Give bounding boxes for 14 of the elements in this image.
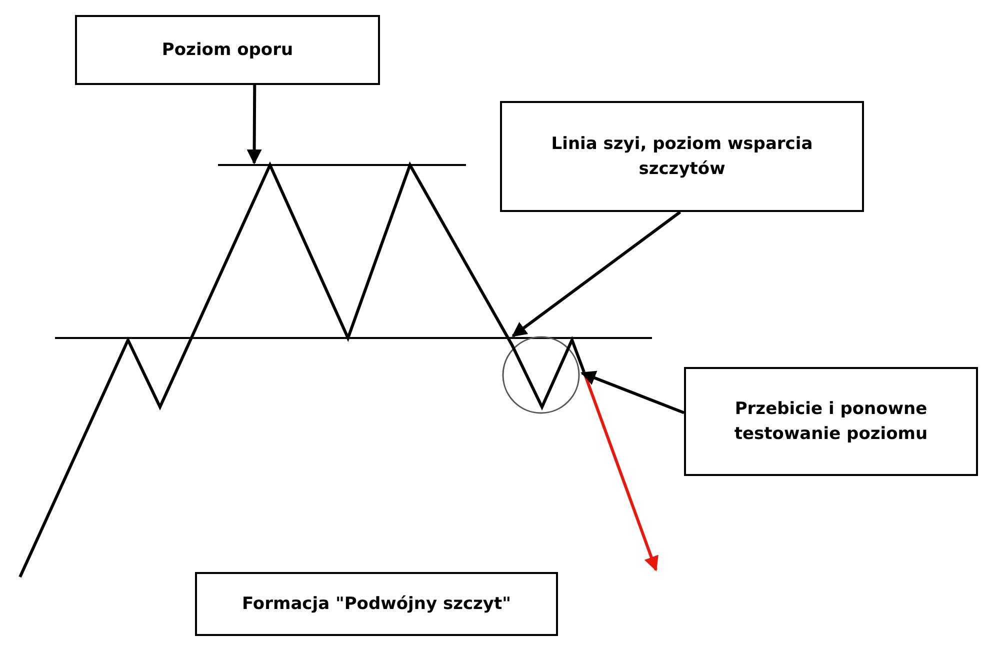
label-box [684, 367, 978, 476]
highlight-circle [502, 336, 580, 414]
label-text: Formacja "Podwójny szczyt" [242, 592, 511, 616]
label-text: Linia szyi, poziom wsparcia szczytów [550, 132, 814, 180]
label-box [500, 101, 864, 212]
label-text: Przebicie i ponowne testowanie poziomu [733, 398, 929, 446]
arrow [246, 84, 262, 164]
label-text: Poziom oporu [162, 38, 294, 62]
label-box [195, 572, 558, 636]
level-line [218, 164, 466, 166]
level-line [55, 337, 652, 339]
arrow [512, 210, 682, 338]
label-box [75, 15, 380, 85]
arrow [580, 370, 685, 414]
